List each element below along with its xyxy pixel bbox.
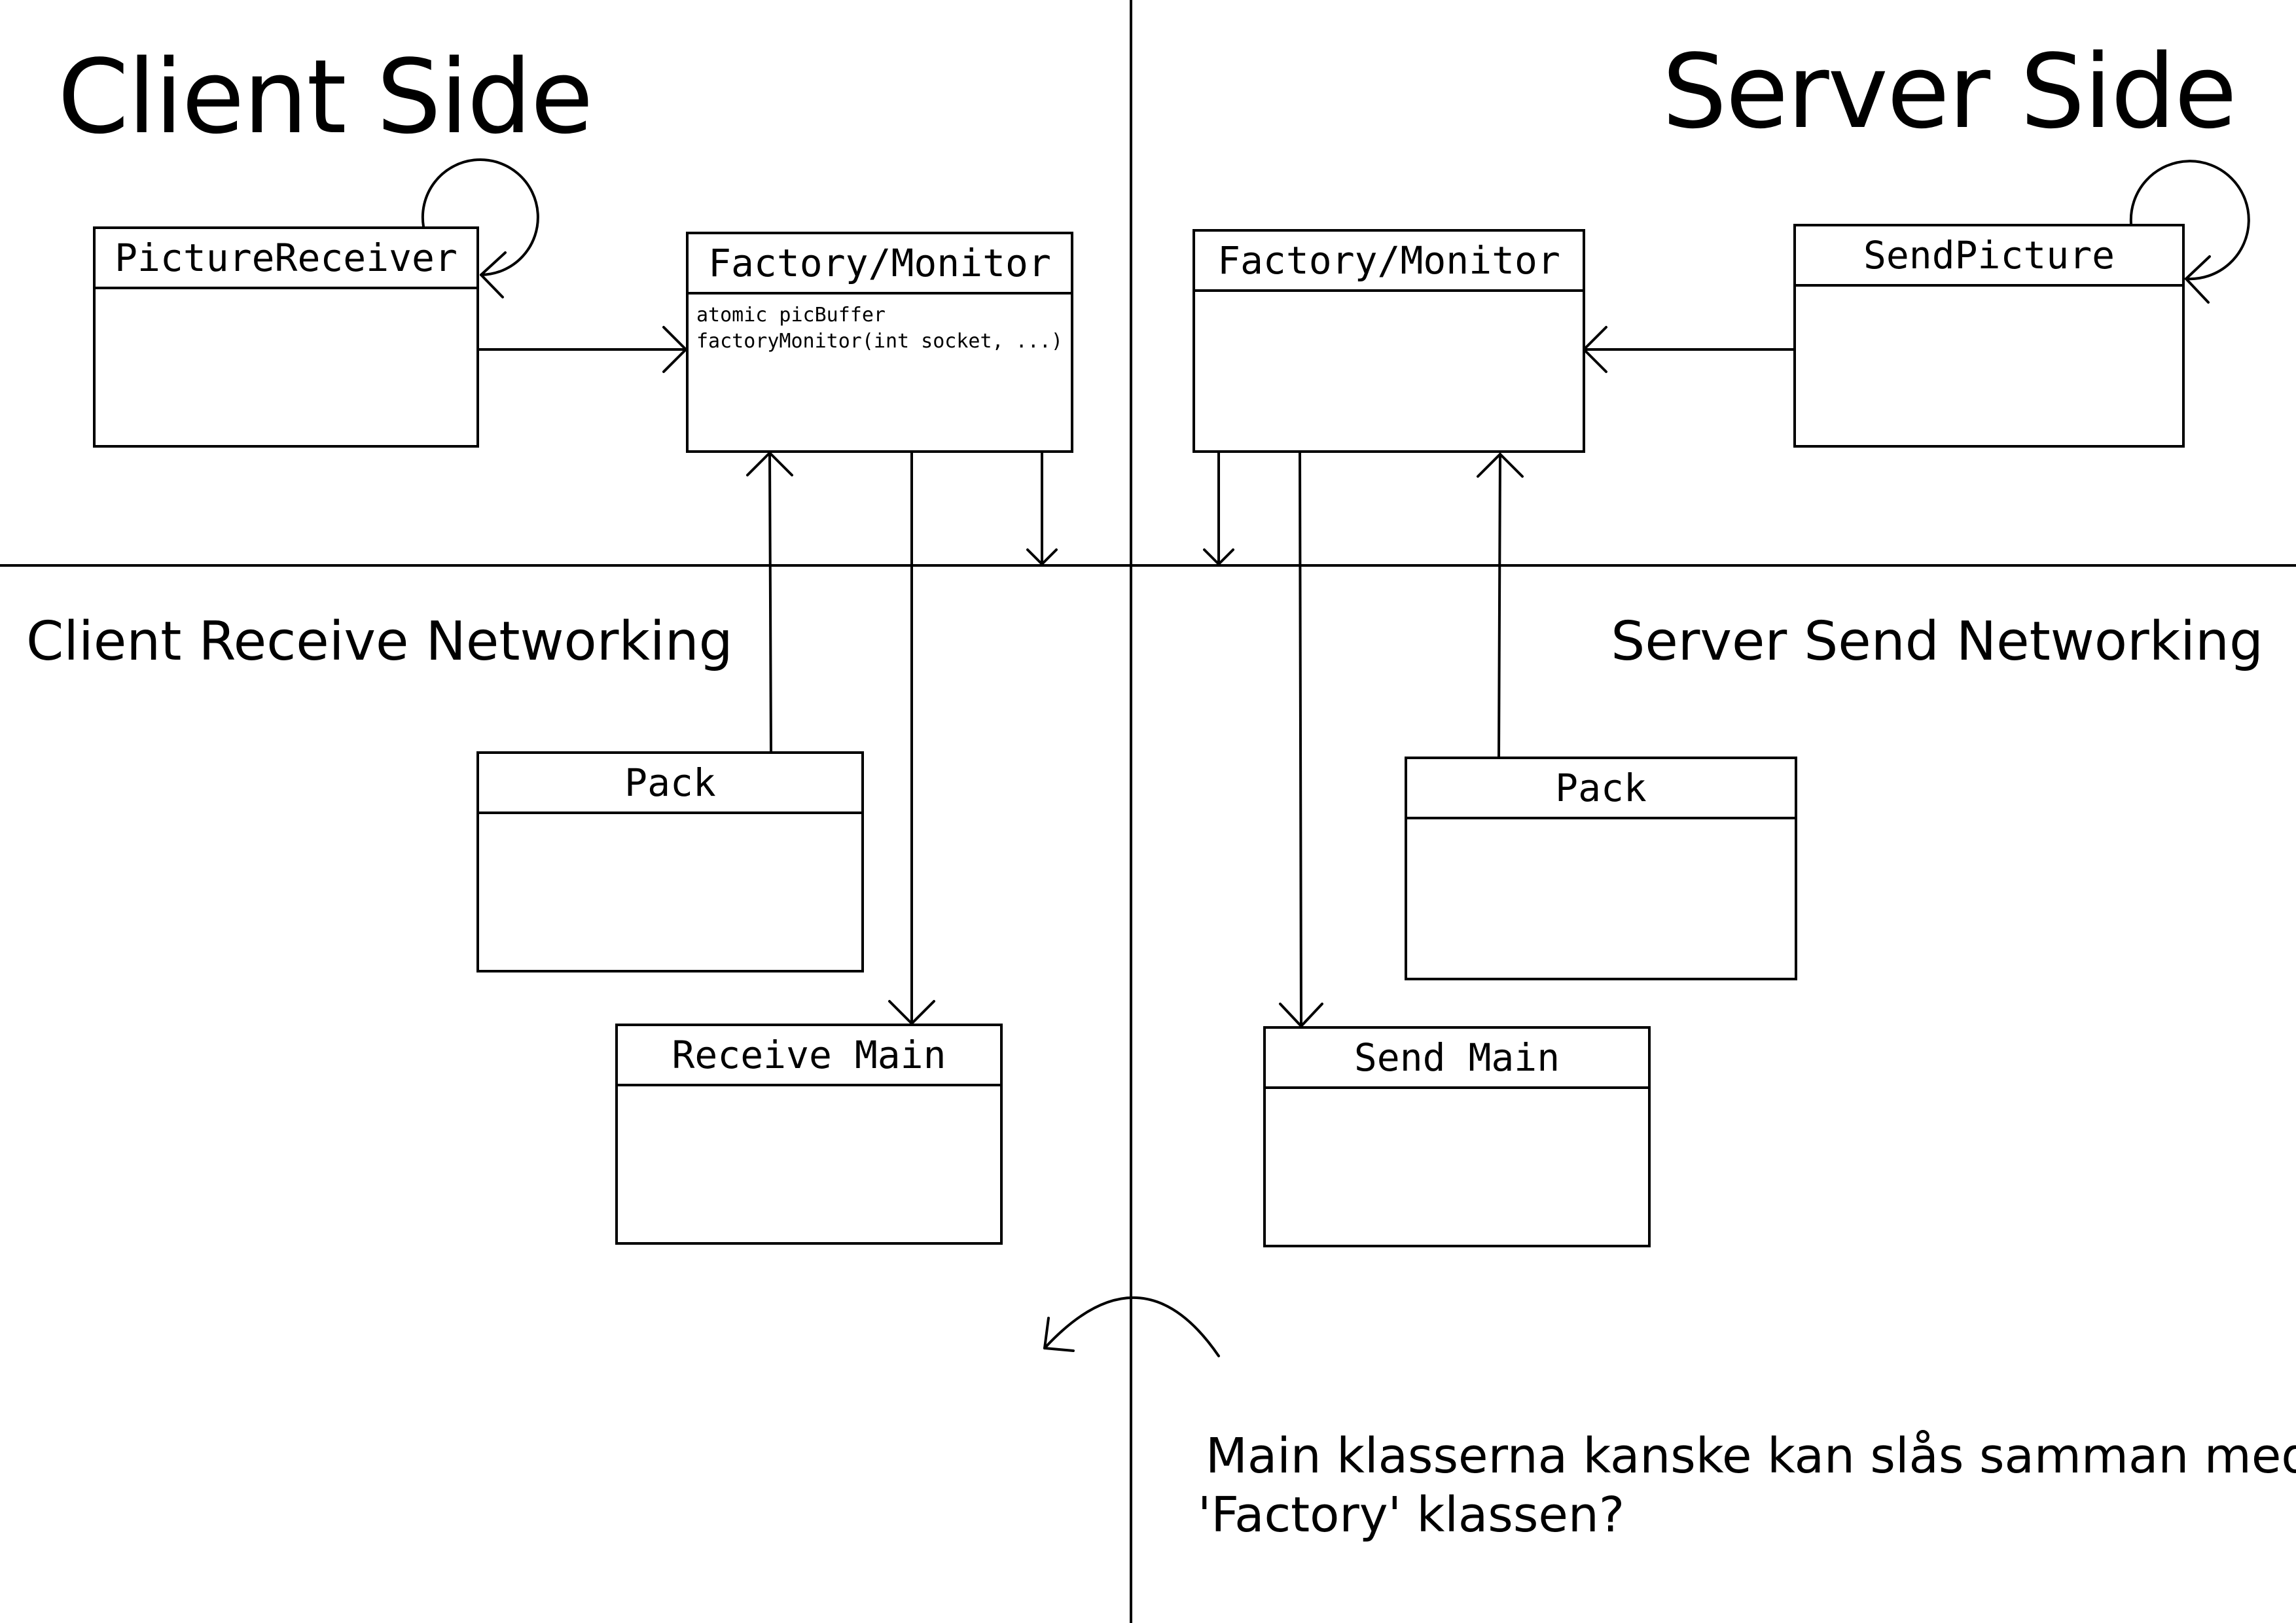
class-picture-receiver: PictureReceiver: [93, 226, 479, 448]
picture-receiver-self-loop: [421, 158, 539, 298]
arrow-send-picture-to-server-factory: [1583, 326, 1796, 373]
class-name: Pack: [479, 754, 861, 814]
class-members: [1266, 1089, 1648, 1105]
class-name: Send Main: [1266, 1029, 1648, 1089]
class-member: atomic picBuffer: [696, 304, 886, 327]
class-members: [1195, 292, 1583, 308]
class-name: SendPicture: [1796, 226, 2182, 287]
class-send-picture: SendPicture: [1793, 224, 2185, 448]
arrow-client-factory-to-boundary: [1026, 449, 1058, 565]
class-members: atomic picBuffer factoryMonitor(int sock…: [689, 294, 1071, 363]
arrow-server-factory-to-boundary: [1203, 450, 1234, 565]
class-client-pack: Pack: [476, 751, 864, 972]
class-name: PictureReceiver: [96, 229, 476, 289]
class-name: Factory/Monitor: [689, 234, 1071, 294]
merge-note: Main klasserna kanske kan slås samman me…: [1198, 1427, 2296, 1544]
server-side-title: Server Side: [1662, 32, 2237, 151]
class-name: Receive Main: [618, 1026, 1000, 1086]
note-line: Main klasserna kanske kan slås samman me…: [1206, 1428, 2296, 1484]
class-member: factoryMonitor(int socket, ...): [696, 330, 1063, 353]
send-picture-self-loop: [2129, 160, 2250, 304]
class-name: Factory/Monitor: [1195, 232, 1583, 292]
class-members: [96, 289, 476, 305]
class-server-factory-monitor: Factory/Monitor: [1193, 229, 1585, 453]
arrow-picture-receiver-to-client-factory: [478, 326, 687, 373]
class-name: Pack: [1407, 759, 1795, 819]
class-members: [618, 1086, 1000, 1102]
arrow-client-pack-to-client-factory: [746, 452, 793, 753]
arrow-client-factory-to-receive-main: [888, 448, 935, 1025]
note-curved-arrow: [1043, 1296, 1220, 1357]
client-side-title: Client Side: [58, 37, 594, 156]
class-send-main: Send Main: [1263, 1026, 1651, 1247]
arrow-server-pack-to-server-factory: [1477, 453, 1524, 758]
class-server-pack: Pack: [1405, 757, 1797, 980]
class-client-factory-monitor: Factory/Monitor atomic picBuffer factory…: [686, 232, 1073, 453]
note-line: 'Factory' klassen?: [1198, 1487, 1625, 1543]
class-receive-main: Receive Main: [615, 1024, 1003, 1245]
class-members: [1796, 287, 2182, 302]
client-receive-networking-title: Client Receive Networking: [26, 611, 733, 673]
class-members: [1407, 819, 1795, 835]
server-send-networking-title: Server Send Networking: [1611, 611, 2263, 673]
arrow-server-factory-to-send-main: [1279, 449, 1323, 1027]
class-members: [479, 814, 861, 830]
